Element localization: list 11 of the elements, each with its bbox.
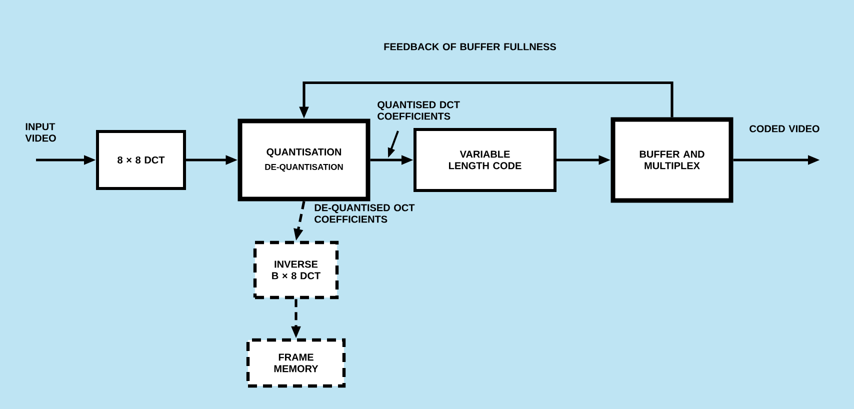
edge-label: DE-QUANTISED OCT COEFFICIENTS bbox=[314, 204, 415, 223]
edge-label: FEEDBACK OF BUFFER FULLNESS bbox=[384, 43, 556, 50]
edge-label: QUANTISED DCT COEFFICIENTS bbox=[378, 101, 460, 120]
process-box: BUFFER AND MULTIPLEX bbox=[610, 117, 734, 203]
process-box: QUANTISATION DE-QUANTISATION bbox=[238, 118, 370, 202]
process-box: VARIABLE LENGTH CODE bbox=[414, 128, 556, 192]
edge-label: CODED VIDEO bbox=[750, 125, 820, 132]
dashed-box: INVERSE B × 8 DCT bbox=[253, 240, 339, 300]
edge-label: INPUT VIDEO bbox=[25, 123, 56, 142]
process-box: 8 × 8 DCT bbox=[96, 130, 186, 190]
dashed-box: FRAME MEMORY bbox=[246, 338, 346, 388]
